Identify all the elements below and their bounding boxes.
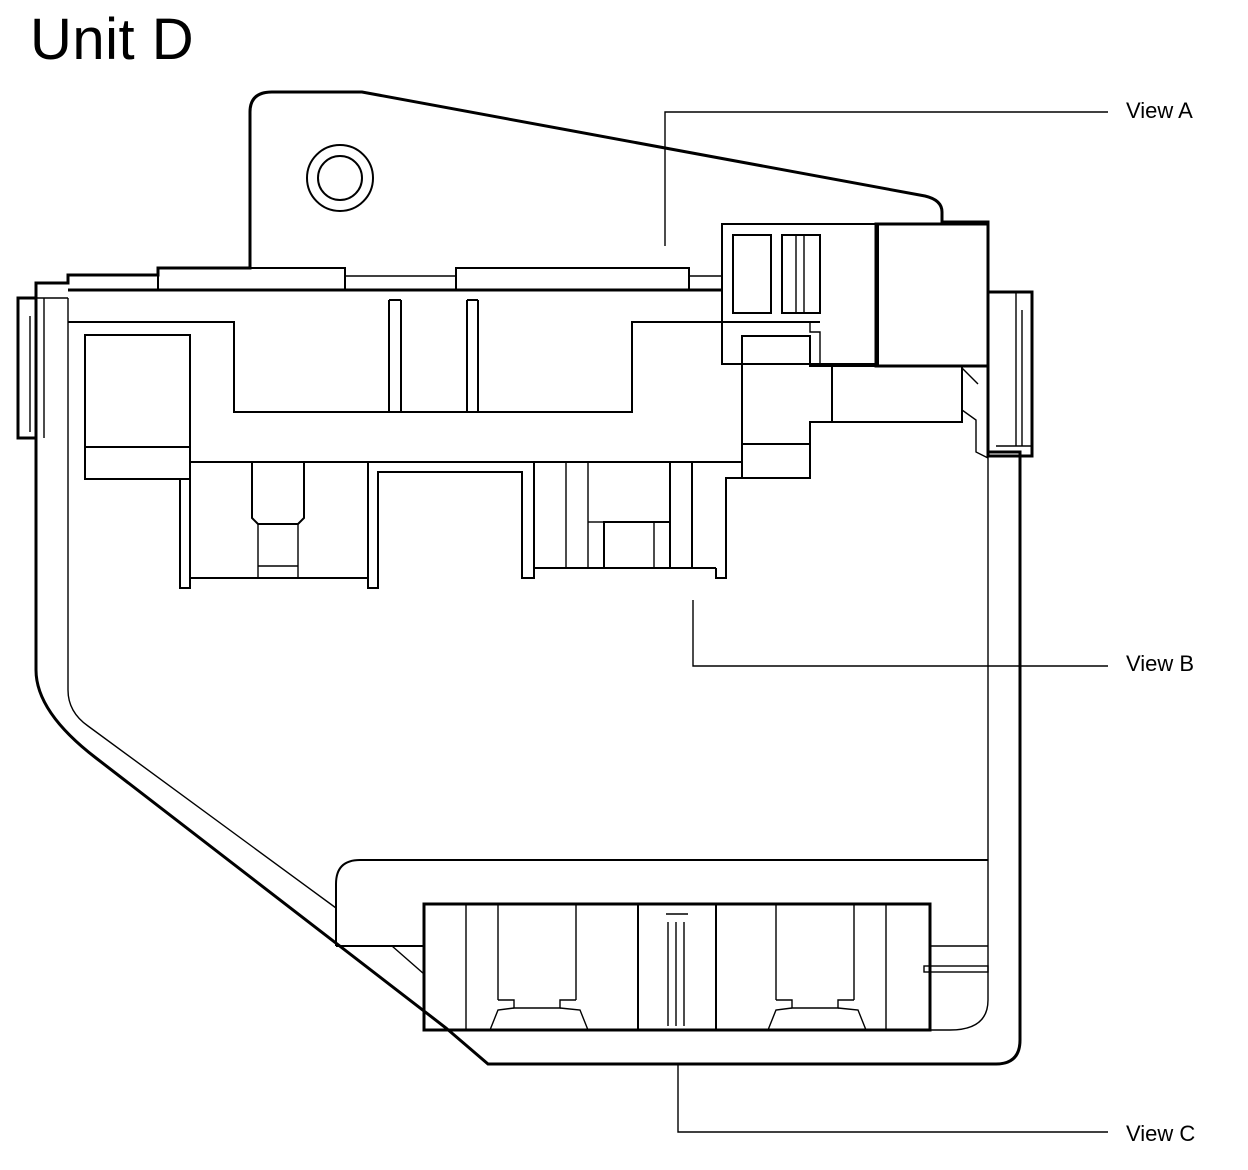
callout-view-c: View C xyxy=(1126,1121,1196,1146)
right-side-tab xyxy=(961,290,1034,458)
mounting-hole-outer xyxy=(306,144,374,212)
mounting-hole-inner xyxy=(317,155,363,201)
upper-right-connector xyxy=(721,222,990,459)
outer-housing xyxy=(34,90,1022,1066)
central-chassis xyxy=(68,299,832,480)
leader-view-b xyxy=(692,600,1108,667)
leader-view-a xyxy=(664,111,1108,246)
diagram-title: Unit D xyxy=(30,7,195,72)
leader-view-c xyxy=(677,1064,1108,1133)
lower-fuse-area xyxy=(179,461,742,589)
callout-view-a: View A xyxy=(1126,98,1193,123)
left-side-tab xyxy=(16,296,68,440)
callout-view-b: View B xyxy=(1126,651,1195,676)
bottom-connector xyxy=(335,859,989,1032)
top-rim xyxy=(68,267,722,292)
callout-leaders xyxy=(664,111,1108,1133)
